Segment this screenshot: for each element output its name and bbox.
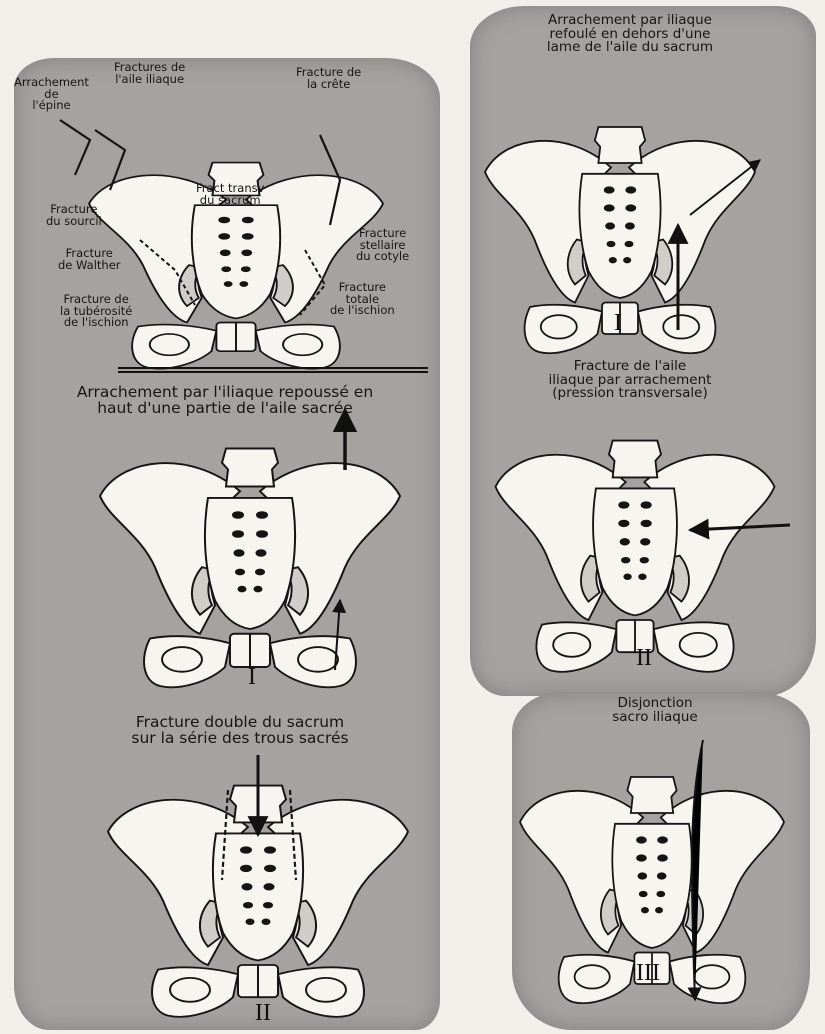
- numeral-right-I: I: [614, 310, 622, 337]
- numeral-left-II: II: [255, 1000, 271, 1027]
- pelvis-right-II: [496, 441, 775, 672]
- pelvis-left-I: [100, 449, 400, 688]
- numeral-right-II: II: [636, 645, 652, 672]
- numeral-right-III: III: [636, 960, 660, 987]
- numeral-left-I: I: [248, 664, 256, 691]
